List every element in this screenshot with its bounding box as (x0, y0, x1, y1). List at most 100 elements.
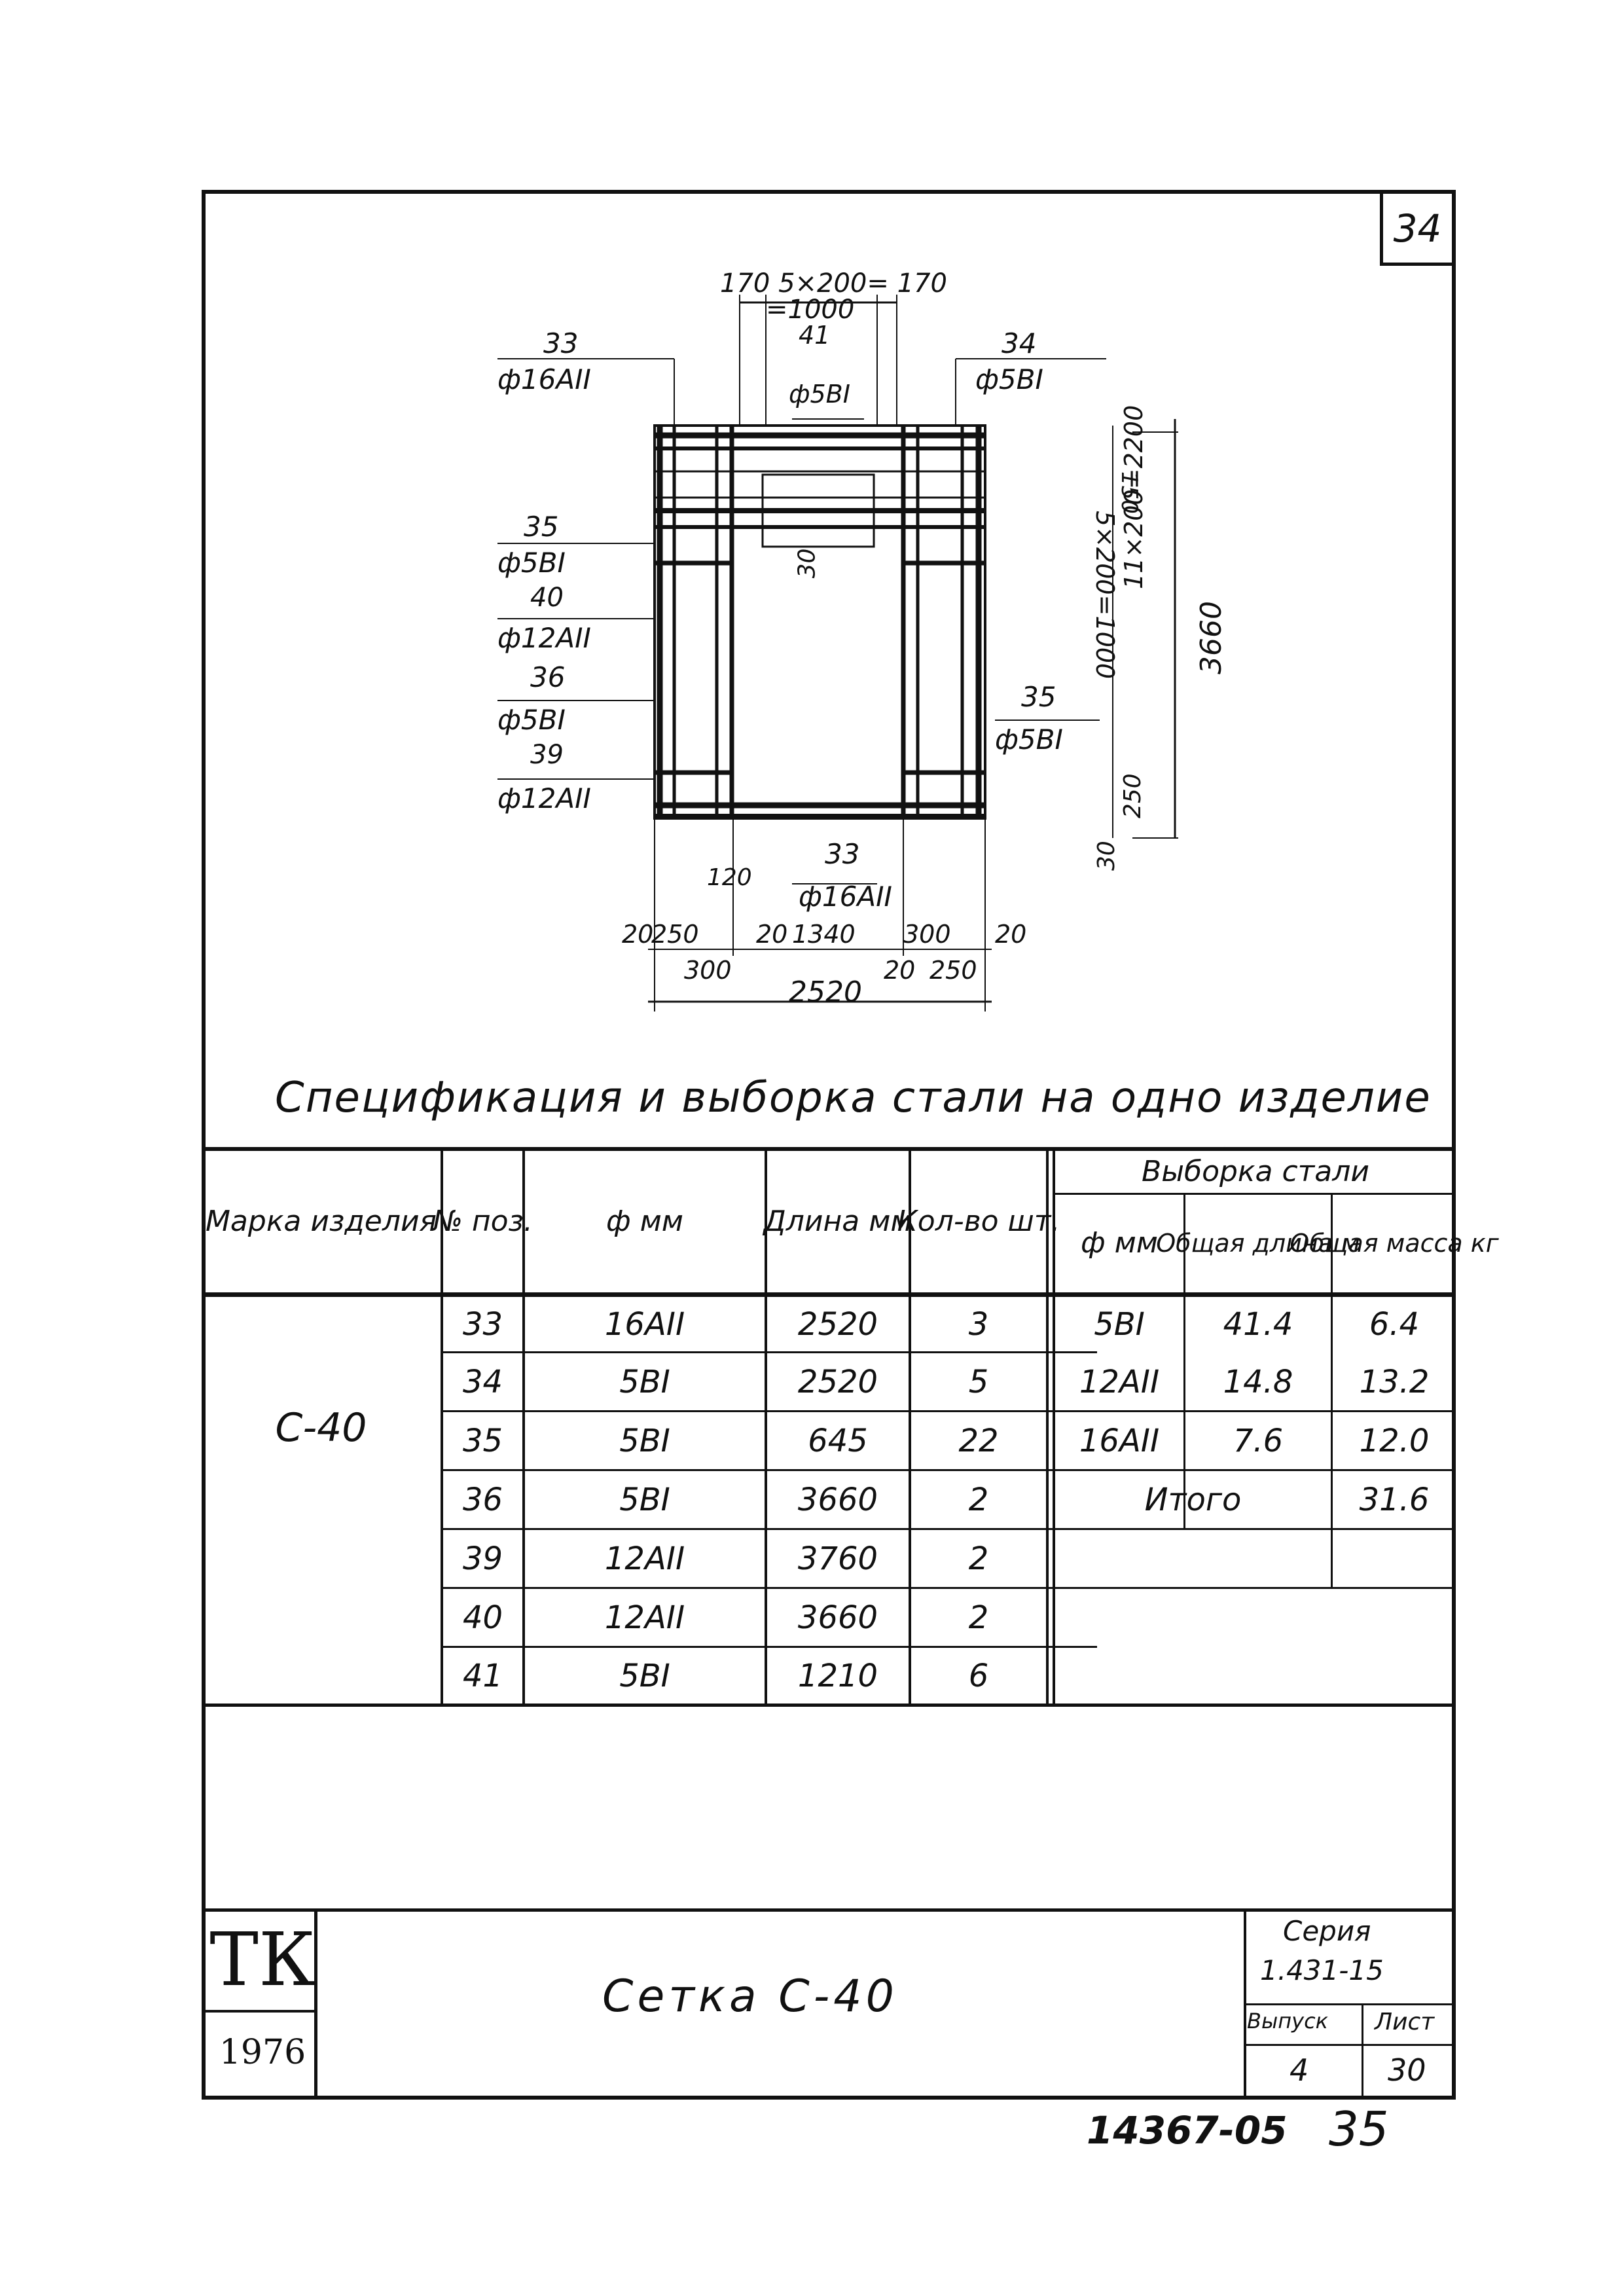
row-length: 645 (808, 1422, 868, 1459)
spec-table: Марка изделия № поз. ф мм Длина мм Кол-в… (202, 1147, 1499, 1731)
callout-39-pos: 39 (530, 740, 564, 770)
row-phi: 16АII (604, 1305, 685, 1343)
header-length: Длина мм (763, 1204, 912, 1238)
row-phi: 5ВI (619, 1481, 670, 1518)
row-qty: 3 (968, 1305, 989, 1343)
sample-phi: 5ВI (1094, 1305, 1145, 1343)
document-code: 14367-05 (1087, 2108, 1288, 2153)
callout-40-pos: 40 (530, 583, 564, 613)
row-phi: 5ВI (619, 1422, 670, 1459)
row-length: 2520 (797, 1363, 878, 1400)
issue-value: 4 (1290, 2052, 1309, 2088)
row-qty: 2 (968, 1540, 989, 1577)
dim-b4: 1340 (792, 920, 856, 949)
issue-label: Выпуск (1247, 2009, 1328, 2033)
row-qty: 2 (968, 1599, 989, 1636)
product-mark: С-40 (275, 1405, 367, 1451)
dim-top: 170 5×200= 170 (720, 268, 947, 299)
total-label: Итого (1144, 1481, 1242, 1518)
row-length: 3760 (797, 1540, 878, 1577)
row-length: 1210 (797, 1657, 878, 1694)
row-phi: 12АII (604, 1599, 685, 1636)
row-pos: 35 (462, 1422, 503, 1459)
row-phi: 5ВI (619, 1657, 670, 1694)
stamp-year: 1976 (219, 2033, 306, 2072)
sheet-value: 30 (1388, 2052, 1426, 2088)
header-mark: Марка изделия (205, 1204, 437, 1238)
mesh-drawing-svg (497, 295, 1178, 1011)
dim-b9: 250 (929, 956, 977, 985)
row-qty: 6 (968, 1657, 989, 1694)
row-length: 3660 (797, 1599, 878, 1636)
row-pos: 40 (462, 1599, 503, 1636)
page-number: 35 (1329, 2102, 1389, 2157)
dim-right-30: 30 (1093, 841, 1120, 871)
dim-right-top: 5×200=1000 (1091, 511, 1119, 680)
sample-length: 41.4 (1223, 1305, 1293, 1343)
row-qty: 5 (968, 1363, 989, 1400)
series-label: Серия (1283, 1915, 1371, 1947)
dim-120: 120 (707, 864, 752, 891)
callout-33b-spec: ф16АII (799, 881, 892, 913)
total-value: 31.6 (1359, 1481, 1430, 1518)
dim-b3: 20 (756, 920, 788, 949)
callout-35-pos: 35 (524, 511, 559, 543)
sample-mass: 12.0 (1359, 1422, 1430, 1459)
header-sample-phi: ф мм (1081, 1226, 1158, 1260)
callout-35r-spec: ф5ВI (995, 723, 1063, 756)
callout-33-spec: ф16АII (497, 363, 591, 395)
sample-mass: 13.2 (1359, 1363, 1430, 1400)
row-pos: 41 (462, 1657, 503, 1694)
dim-overall-width: 2520 (789, 975, 862, 1009)
callout-41-spec: ф5ВI (789, 380, 850, 409)
row-pos: 39 (462, 1540, 503, 1577)
callout-34-spec: ф5ВI (975, 363, 1043, 395)
row-qty: 2 (968, 1481, 989, 1518)
row-qty: 22 (958, 1422, 999, 1459)
sheet-number: 34 (1380, 194, 1452, 266)
row-pos: 33 (462, 1305, 503, 1343)
callout-39-spec: ф12АII (497, 782, 591, 814)
document-title: Сетка С-40 (602, 1971, 898, 2022)
inner-opening (761, 473, 875, 548)
org-stamp: ТК (209, 1918, 316, 2003)
header-phi: ф мм (606, 1204, 683, 1238)
sheet-label: Лист (1375, 2009, 1435, 2035)
header-sample: Выборка стали (1142, 1154, 1369, 1188)
sample-mass: 6.4 (1369, 1305, 1420, 1343)
row-pos: 34 (462, 1363, 503, 1400)
mesh-drawing: 170 5×200= 170 =1000 41 ф5ВI 33 ф16АII 3… (458, 268, 1257, 1061)
callout-36-spec: ф5ВI (497, 704, 566, 736)
callout-36-pos: 36 (530, 661, 566, 693)
row-length: 2520 (797, 1305, 878, 1343)
header-pos: № поз. (433, 1204, 533, 1238)
drawing-frame (202, 190, 1456, 2100)
sample-phi: 12АII (1079, 1363, 1160, 1400)
sample-length: 14.8 (1223, 1363, 1293, 1400)
callout-35r-pos: 35 (1021, 681, 1056, 713)
callout-35-spec: ф5ВI (497, 547, 566, 579)
title-block-top-line (202, 1908, 1456, 1912)
spec-title: Спецификация и выборка стали на одно изд… (275, 1074, 1432, 1122)
mesh-outline (653, 424, 986, 820)
dim-b2: 250 (651, 920, 699, 949)
dim-top-sum: =1000 (766, 295, 855, 325)
dim-right-250: 250 (1119, 773, 1146, 818)
callout-33b-pos: 33 (825, 838, 860, 870)
dim-b8: 20 (884, 956, 916, 985)
row-length: 3660 (797, 1481, 878, 1518)
series-value: 1.431-15 (1260, 1954, 1384, 1986)
header-sample-length: Общая длина м (1156, 1228, 1360, 1258)
dim-b1: 20 (622, 920, 654, 949)
dim-30: 30 (793, 548, 821, 579)
dim-b7: 300 (684, 956, 732, 985)
dim-b5: 300 (903, 920, 951, 949)
header-qty: Кол-во шт. (897, 1204, 1060, 1238)
dim-b6: 20 (995, 920, 1027, 949)
dim-overall-height: 3660 (1195, 601, 1228, 674)
dim-right-150: 150 (1116, 471, 1142, 514)
row-pos: 36 (462, 1481, 503, 1518)
row-phi: 12АII (604, 1540, 685, 1577)
callout-40-spec: ф12АII (497, 622, 591, 654)
